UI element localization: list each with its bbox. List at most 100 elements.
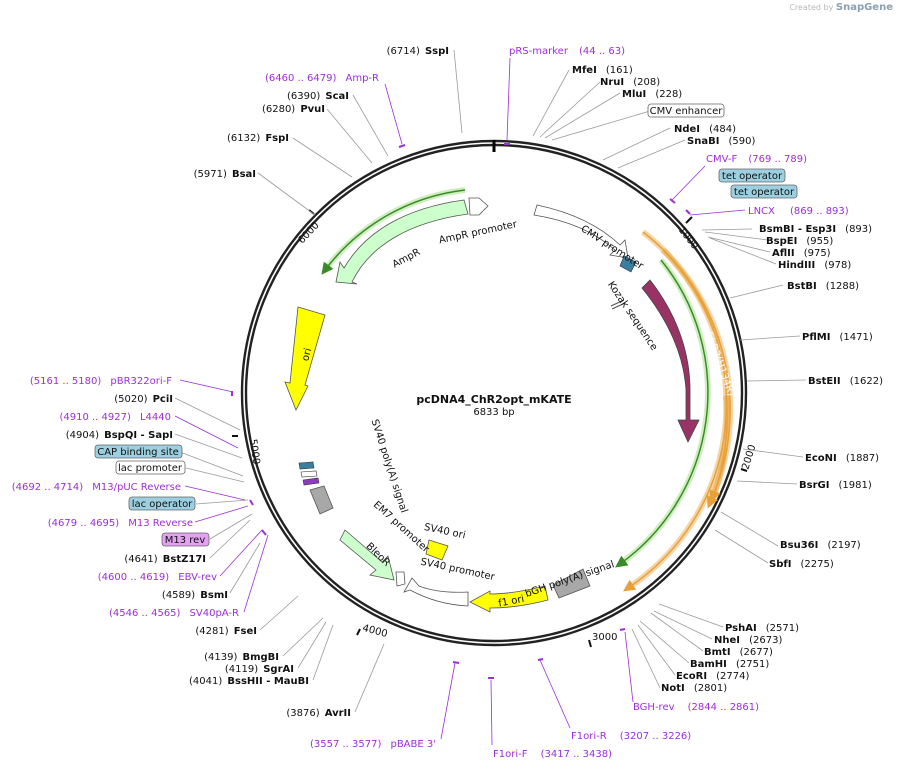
- site-bspqi: (4904) BspQI - SapI: [66, 423, 173, 442]
- site-bsteii: BstEII (1622): [808, 369, 883, 388]
- kozak-mark-a: [610, 299, 625, 307]
- orange-arc-long-halo: [626, 247, 730, 591]
- site-nrui: NruI (208): [600, 70, 660, 89]
- cmv-promoter-feature: [533, 204, 629, 259]
- svg-text:5000: 5000: [247, 438, 261, 465]
- svg-text:CAP binding site: CAP binding site: [97, 447, 179, 458]
- feature-box-lac-operator: lac operator: [128, 496, 196, 511]
- site-mfei: MfeI (161): [572, 58, 633, 77]
- label-sv40-ori: SV40 ori: [423, 522, 466, 542]
- feature-box-m13-rev: M13 rev: [161, 532, 210, 547]
- site-sspi: (6714) SspI: [387, 39, 449, 58]
- primer-labels: pRS-marker (44 .. 63) (6460 .. 6479) Amp…: [12, 39, 849, 761]
- label-sv40-promoter: SV40 promoter: [419, 557, 496, 584]
- site-bsrgi: BsrGI (1981): [799, 473, 872, 492]
- primer-m13-reverse: (4679 .. 4695) M13 Reverse: [48, 511, 193, 530]
- ori-feature: [284, 306, 326, 411]
- feature-boxes: CMV enhancer tet operator tet operator C…: [94, 103, 798, 547]
- site-bmgbi: (4139) BmgBI: [204, 645, 279, 664]
- primer-leaders: [174, 57, 746, 746]
- primer-prs-marker: pRS-marker (44 .. 63): [509, 39, 625, 58]
- lac-operator-mark: [298, 461, 315, 470]
- site-bstz17i: (4641) BstZ17I: [124, 547, 206, 566]
- svg-text:3000: 3000: [592, 632, 617, 643]
- sv40-ori-feature: [425, 539, 449, 561]
- site-nhei: NheI (2673): [714, 628, 782, 647]
- bgh-polya-feature: [552, 568, 591, 599]
- site-sgrai: (4119) SgrAI: [225, 657, 294, 676]
- primer-bgh-rev: BGH-rev (2844 .. 2861): [633, 695, 759, 714]
- site-bmti: BmtI (2677): [704, 640, 773, 659]
- enzyme-leaders: [174, 49, 807, 713]
- tick-2000: 2000: [740, 443, 758, 472]
- site-econi: EcoNI (1887): [805, 446, 879, 465]
- site-fspi: (6132) FspI: [227, 126, 289, 145]
- site-bsmi: (4589) BsmI: [162, 583, 228, 602]
- feature-box-cap-binding: CAP binding site: [94, 444, 183, 459]
- site-snabi: SnaBI (590): [687, 129, 756, 148]
- primer-l4440: (4910 .. 4927) L4440: [59, 405, 171, 424]
- svg-text:tet operator: tet operator: [722, 171, 783, 182]
- sv40-promoter-feature: [403, 577, 469, 607]
- site-hindiii: HindIII (978): [778, 253, 851, 272]
- primer-f1ori-f: F1ori-F (3417 .. 3438): [493, 742, 612, 761]
- f1-ori-feature: [469, 585, 549, 613]
- label-ampr-promoter: AmpR promoter: [438, 219, 519, 246]
- primer-marks: [231, 143, 691, 679]
- chr2-feature: [641, 279, 700, 443]
- site-bsu36i: Bsu36I (2197): [780, 533, 861, 552]
- primer-f1ori-r: F1ori-R (3207 .. 3226): [571, 724, 691, 743]
- site-pshai: PshAI (2571): [725, 616, 799, 635]
- green-arc: [615, 259, 709, 568]
- amp-arc: [321, 189, 466, 275]
- primer-lncx: LNCX (869 .. 893): [748, 199, 849, 218]
- svg-text:lac promoter: lac promoter: [118, 463, 183, 474]
- svg-text:2000: 2000: [740, 443, 758, 471]
- site-scai: (6390) ScaI: [287, 84, 349, 103]
- bleor-feature: [339, 529, 395, 581]
- orange-arc-long: [623, 249, 728, 592]
- tet-operator-feature: [619, 255, 637, 273]
- tick-4000: 4000: [356, 623, 389, 640]
- kozak-mark-b: [611, 302, 626, 310]
- site-pcii: (5020) PciI: [114, 387, 173, 406]
- site-sbfi: SbfI (2275): [769, 552, 834, 571]
- primer-pbr322ori: (5161 .. 5180) pBR322ori-F: [30, 369, 172, 388]
- site-bspei: BspEI (955): [766, 229, 833, 248]
- svg-text:4000: 4000: [361, 623, 388, 640]
- label-f1-ori: f1 ori: [497, 594, 525, 610]
- feature-box-tet-operator-2: tet operator: [730, 184, 798, 199]
- snapgene-credit: Created by SnapGene: [789, 2, 893, 13]
- amp-r-promoter-feature: [468, 197, 489, 216]
- site-pflmi: PflMI (1471): [802, 325, 873, 344]
- label-ampr: AmpR: [391, 247, 423, 271]
- site-pvui: (6280) PvuI: [262, 97, 325, 116]
- primer-amp-r: (6460 .. 6479) Amp-R: [265, 66, 379, 85]
- site-ecori: EcoRI (2774): [676, 664, 750, 683]
- plasmid-name: pcDNA4_ChR2opt_mKATE: [416, 393, 571, 406]
- svg-text:M13 rev: M13 rev: [165, 535, 206, 546]
- lac-promoter-mark: [300, 470, 318, 478]
- feature-box-cmv-enhancer: CMV enhancer: [647, 103, 725, 118]
- primer-sv40pa-r: (4546 .. 4565) SV40pA-R: [109, 601, 239, 620]
- site-bsmbi: BsmBI - Esp3I (893): [759, 217, 872, 236]
- site-fsei: (4281) FseI: [195, 619, 257, 638]
- primer-m13-puc-reverse: (4692 .. 4714) M13/pUC Reverse: [12, 475, 181, 494]
- site-bsai: (5971) BsaI: [194, 162, 256, 181]
- tick-5000: 5000: [232, 435, 261, 465]
- site-bamhi: BamHI (2751): [690, 652, 769, 671]
- site-ndei: NdeI (484): [674, 117, 736, 136]
- svg-text:1000: 1000: [676, 225, 700, 252]
- label-cmv-promoter: CMV promoter: [579, 224, 646, 273]
- site-aflii: AflII (975): [772, 241, 831, 260]
- svg-text:lac operator: lac operator: [132, 499, 193, 510]
- orange-arc-short: [709, 395, 728, 503]
- site-bstbi: BstBI (1288): [787, 274, 859, 293]
- sv40-polya-feature: [309, 485, 334, 515]
- svg-text:CMV enhancer: CMV enhancer: [650, 106, 724, 117]
- plasmid-size: 6833 bp: [473, 407, 514, 418]
- site-mlui: MluI (228): [622, 82, 682, 101]
- label-ori: ori: [300, 347, 314, 362]
- feature-box-lac-promoter: lac promoter: [115, 460, 186, 475]
